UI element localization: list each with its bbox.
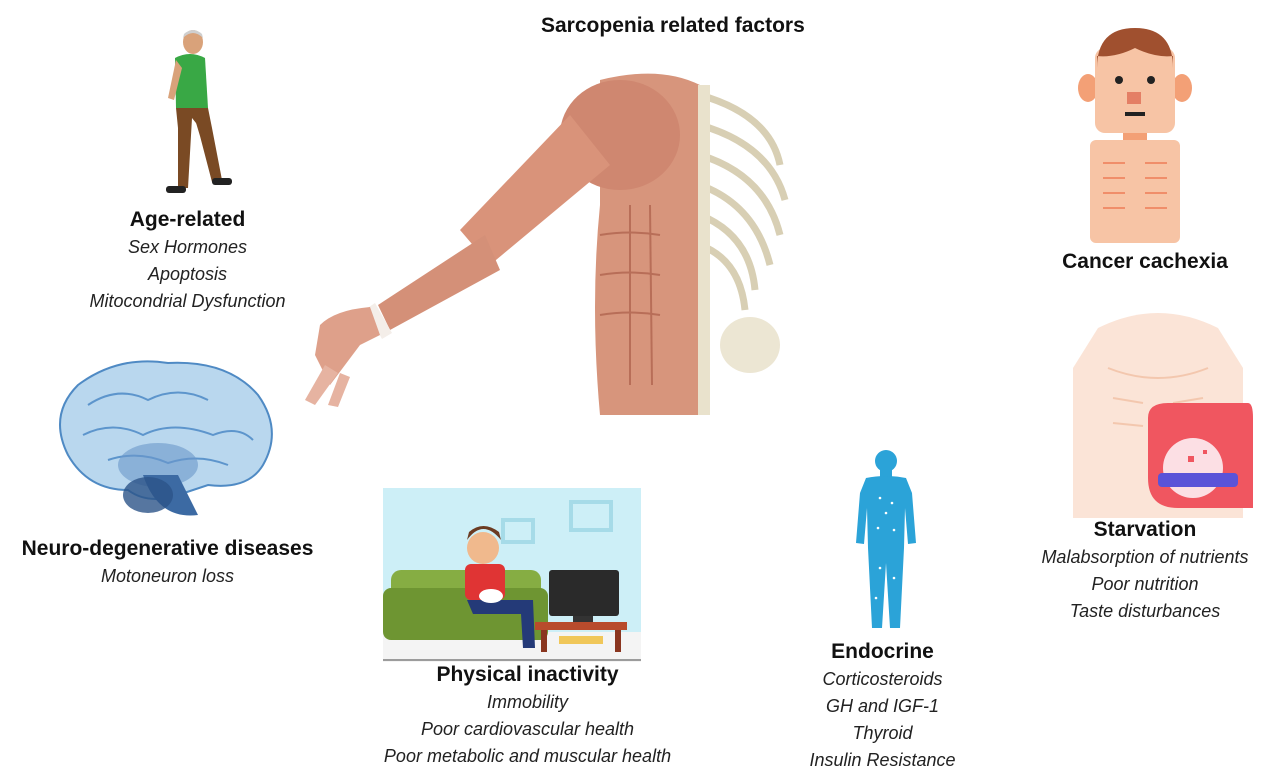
endocrine-item: Thyroid [775, 720, 990, 747]
age-related-block: Age-related Sex Hormones Apoptosis Mitoc… [60, 208, 315, 315]
inactivity-heading: Physical inactivity [345, 663, 710, 687]
endocrine-heading: Endocrine [775, 640, 990, 664]
inactivity-block: Physical inactivity Immobility Poor card… [345, 663, 710, 770]
neuro-item: Motoneuron loss [0, 563, 335, 590]
cachexia-person-icon [1075, 28, 1195, 243]
age-item: Mitocondrial Dysfunction [60, 288, 315, 315]
neuro-heading: Neuro-degenerative diseases [0, 537, 335, 561]
inactivity-item: Immobility [345, 689, 710, 716]
neuro-block: Neuro-degenerative diseases Motoneuron l… [0, 537, 335, 590]
endocrine-item: Insulin Resistance [775, 747, 990, 774]
diagram-title: Sarcopenia related factors [541, 14, 805, 38]
brain-illustration [48, 355, 283, 525]
couch-scene-illustration [383, 488, 641, 662]
age-item: Apoptosis [60, 261, 315, 288]
blue-body-icon [850, 448, 922, 630]
endocrine-item: Corticosteroids [775, 666, 990, 693]
starvation-item: Taste disturbances [1005, 598, 1272, 625]
age-related-heading: Age-related [60, 208, 315, 232]
endocrine-block: Endocrine Corticosteroids GH and IGF-1 T… [775, 640, 990, 774]
inactivity-item: Poor cardiovascular health [345, 716, 710, 743]
cancer-cachexia-heading: Cancer cachexia [1050, 250, 1240, 274]
starvation-item: Poor nutrition [1005, 571, 1272, 598]
age-item: Sex Hormones [60, 234, 315, 261]
muscle-arm-illustration [300, 55, 810, 415]
walking-man-icon [150, 28, 250, 198]
starvation-item: Malabsorption of nutrients [1005, 544, 1272, 571]
endocrine-item: GH and IGF-1 [775, 693, 990, 720]
starvation-icon [1058, 308, 1258, 518]
inactivity-item: Poor metabolic and muscular health [345, 743, 710, 770]
starvation-heading: Starvation [1005, 518, 1272, 542]
starvation-block: Starvation Malabsorption of nutrients Po… [1005, 518, 1272, 625]
